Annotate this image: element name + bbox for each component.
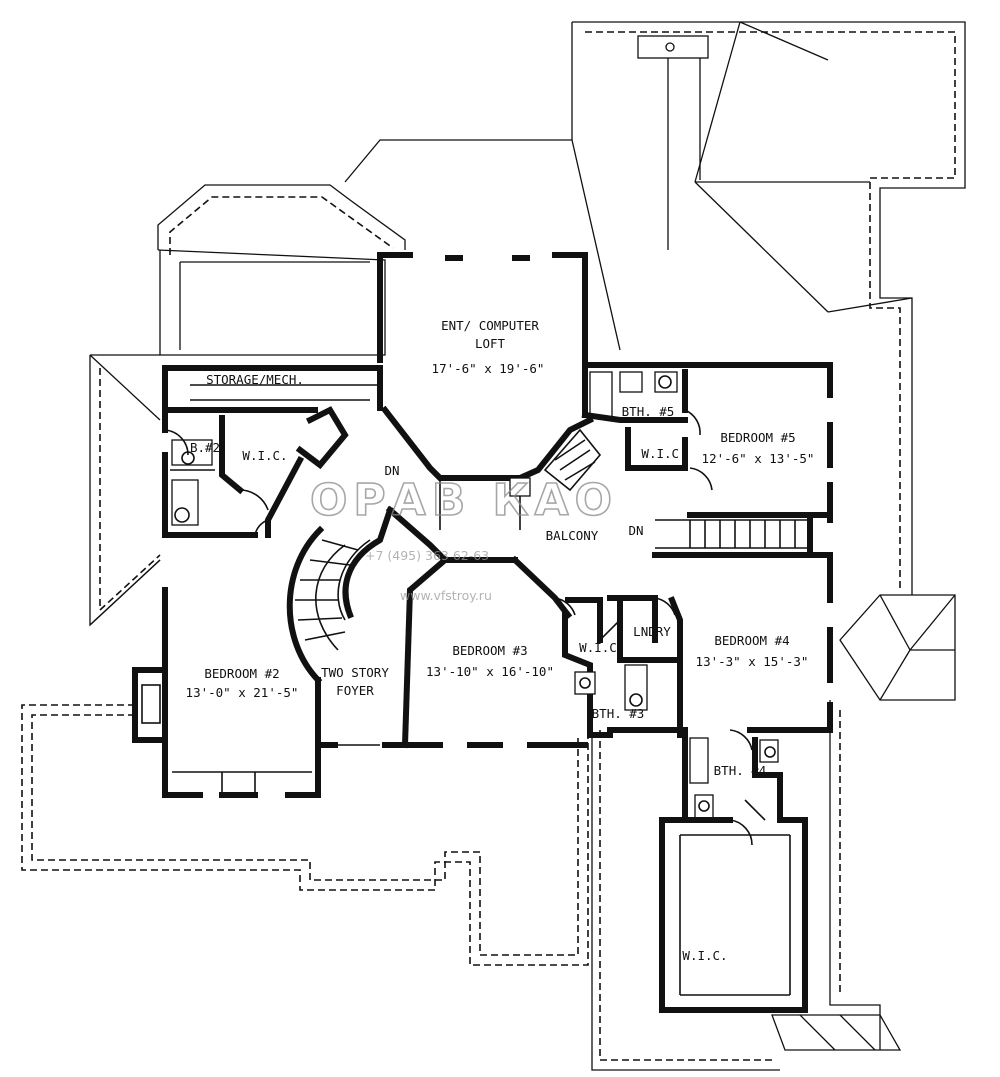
room-labels: ENT/ COMPUTER LOFT 17'-6" x 19'-6" STORA… [186, 318, 815, 963]
wic5-label: W.I.C. [641, 446, 686, 461]
bedroom2-size: 13'-0" x 21'-5" [186, 685, 299, 700]
bath5-label: BTH. #5 [622, 404, 675, 419]
bedroom5-label: BEDROOM #5 [720, 430, 795, 445]
bedroom2-label: BEDROOM #2 [204, 666, 279, 681]
watermark-phone: +7 (495) 363 62-63 [365, 548, 489, 563]
walls [132, 252, 833, 1013]
laundry-label: LNDRY [633, 624, 671, 639]
loft-label-line1: ENT/ COMPUTER [441, 318, 539, 333]
loft-label-line2: LOFT [475, 336, 506, 351]
balcony-stair-dn-label: DN [628, 523, 643, 538]
watermark: ОРАВ КАО +7 (495) 363 62-63 www.vfstroy.… [309, 474, 618, 603]
balcony-label: BALCONY [546, 528, 599, 543]
wic-large-label: W.I.C. [682, 948, 727, 963]
loft-size: 17'-6" x 19'-6" [432, 361, 545, 376]
roof-outline [21, 21, 966, 1071]
bedroom4-label: BEDROOM #4 [714, 633, 789, 648]
watermark-url: www.vfstroy.ru [400, 588, 492, 603]
bedroom5-size: 12'-6" x 13'-5" [702, 451, 815, 466]
watermark-logo: ОРАВ КАО [310, 475, 618, 526]
storage-label: STORAGE/MECH. [206, 372, 304, 387]
bath2-label: B.#2 [190, 440, 220, 455]
bedroom3-label: BEDROOM #3 [452, 643, 527, 658]
wic-upper-left-label: W.I.C. [242, 448, 287, 463]
bath4-label: BTH. #4 [714, 763, 767, 778]
wic3-label: W.I.C [579, 640, 617, 655]
foyer-label-line1: TWO STORY [321, 665, 389, 680]
bath3-label: BTH. #3 [592, 706, 645, 721]
foyer-label-line2: FOYER [336, 683, 374, 698]
bedroom3-size: 13'-10" x 16'-10" [426, 664, 554, 679]
main-stair-dn-label: DN [384, 463, 399, 478]
bedroom4-size: 13'-3" x 15'-3" [696, 654, 809, 669]
